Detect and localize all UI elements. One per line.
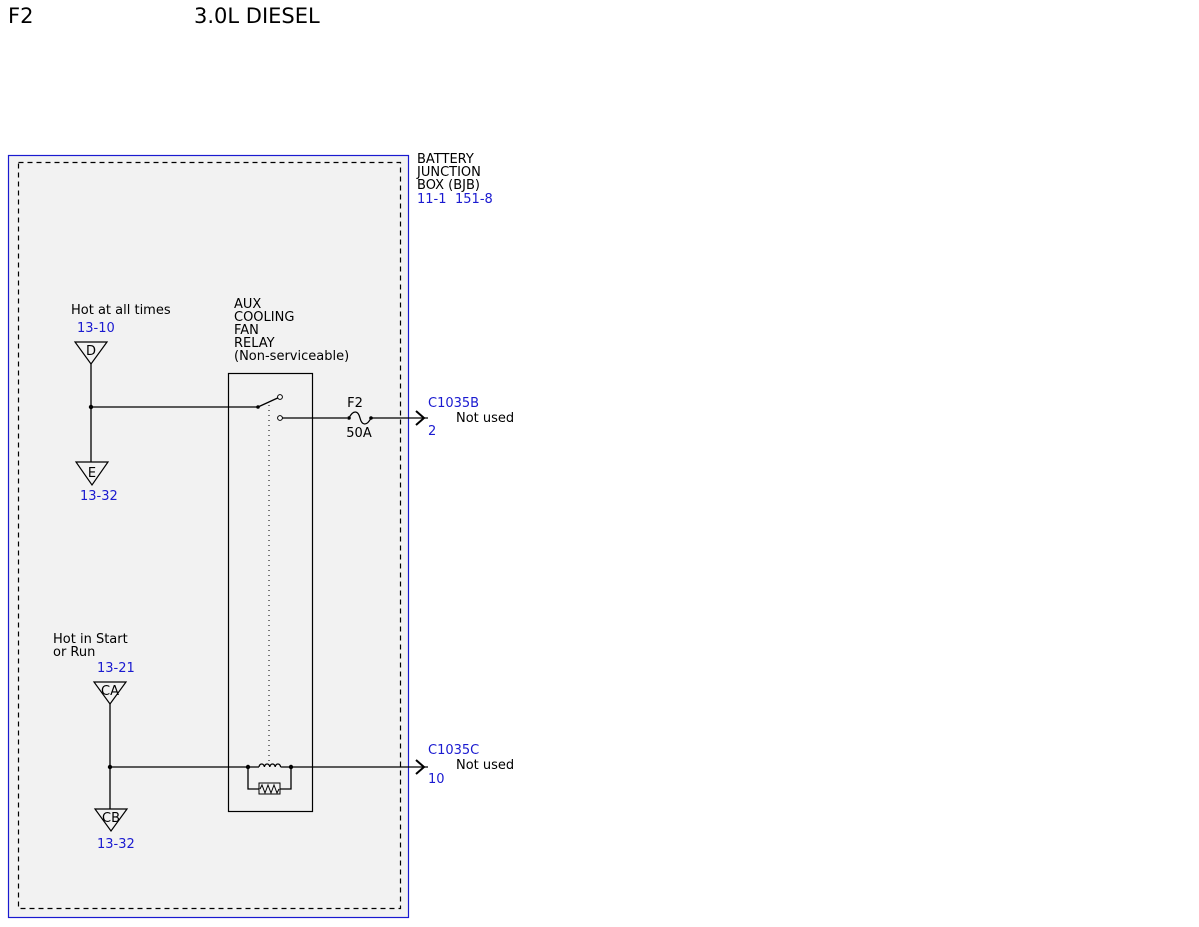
relay-label-line-3: FAN (234, 323, 259, 338)
terminal-ca-triangle (92, 681, 128, 706)
terminal-cb-ref[interactable]: 13-32 (97, 837, 135, 852)
terminal-d-triangle (73, 341, 109, 366)
junction-box-ref-1[interactable]: 11-1 (417, 192, 447, 207)
engine-label: 3.0L DIESEL (194, 4, 320, 28)
connector-c1035b: C1035B Not used 2 (415, 396, 514, 439)
connector-c1035b-pin: 2 (428, 424, 436, 439)
connector-c1035c-name[interactable]: C1035C (428, 743, 479, 758)
suppression-resistor-box (258, 782, 281, 795)
terminal-e-ref[interactable]: 13-32 (80, 489, 118, 504)
switch-contact-nc (277, 394, 283, 400)
page-code: F2 (8, 4, 33, 28)
connector-c1035c-status: Not used (456, 758, 514, 773)
junction-box-name-line-3: BOX (BJB) (417, 178, 480, 193)
feed-hot-at-all-times: Hot at all times 13-10 D E 13-32 (71, 303, 171, 504)
junction-box-outline (7, 154, 410, 919)
connector-c1035c-arrow-icon (415, 759, 426, 775)
fuse-f2: F2 50A (282, 396, 428, 441)
relay-label-line-4: RELAY (234, 336, 275, 351)
relay-label-line-1: AUX (234, 297, 261, 312)
resistor-lead-left (247, 767, 259, 790)
terminal-cb-label: CB (102, 811, 120, 826)
connector-c1035b-arrow-icon (415, 410, 426, 426)
feed-start-run-label-line-1: Hot in Start (53, 632, 128, 647)
relay-coil (258, 763, 282, 768)
resistor-lead-right (280, 767, 292, 790)
junction-box-name-line-2: JUNCTION (416, 165, 481, 180)
junction-box-label: BATTERY JUNCTION BOX (BJB) 11-1 151-8 (416, 152, 493, 207)
terminal-ca-ref[interactable]: 13-21 (97, 661, 135, 676)
fuse-element (348, 411, 372, 425)
junction-box-dashed-boundary (17, 161, 402, 910)
connector-c1035c: C1035C Not used 10 (415, 743, 514, 787)
terminal-cb-triangle (93, 808, 129, 833)
terminal-e-triangle (74, 461, 110, 487)
relay-body (227, 372, 314, 813)
terminal-d-label: D (86, 344, 96, 359)
suppression-resistor-zigzag (259, 783, 280, 795)
feed-hot-in-start-run: Hot in Start or Run 13-21 CA CB 13-32 (53, 632, 135, 852)
junction-box-ref-2[interactable]: 151-8 (455, 192, 493, 207)
aux-cooling-fan-relay: AUX COOLING FAN RELAY (Non-serviceable) (91, 297, 428, 813)
junction-box-name-line-1: BATTERY (417, 152, 474, 167)
splice-dot-ca (107, 764, 113, 770)
fuse-name: F2 (347, 396, 363, 411)
feed-start-run-label-line-2: or Run (53, 645, 95, 660)
terminal-ca-label: CA (101, 684, 119, 699)
relay-label-line-5: (Non-serviceable) (234, 349, 349, 364)
fuse-rating: 50A (346, 426, 372, 441)
connector-c1035c-pin: 10 (428, 772, 445, 787)
terminal-d-ref[interactable]: 13-10 (77, 321, 115, 336)
terminal-e-label: E (88, 466, 96, 481)
connector-c1035b-name[interactable]: C1035B (428, 396, 479, 411)
switch-contact-no (277, 415, 283, 421)
connector-c1035b-status: Not used (456, 411, 514, 426)
relay-label-line-2: COOLING (234, 310, 294, 325)
feed-hot-at-all-times-label: Hot at all times (71, 303, 171, 318)
